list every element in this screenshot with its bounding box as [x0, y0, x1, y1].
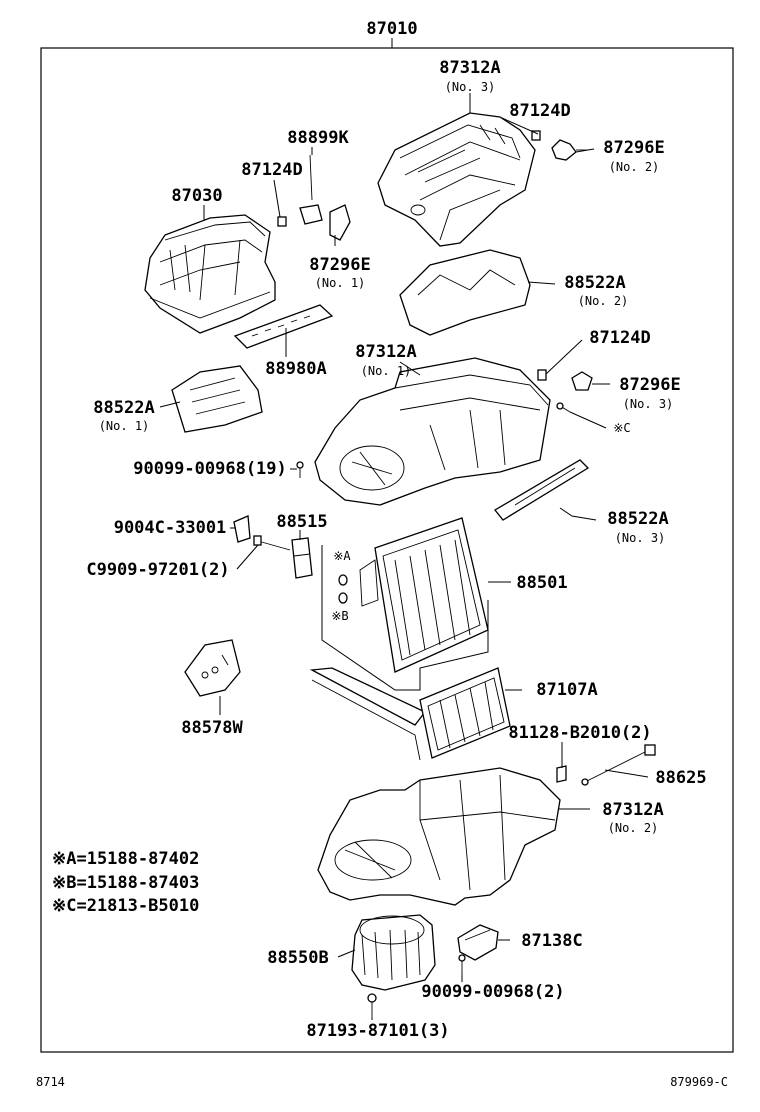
middle-case-no1-drawing [314, 357, 551, 506]
evaporator-88501-drawing [359, 517, 489, 673]
part-label-90099-00968-19: 90099-00968(19) [133, 459, 287, 479]
upper-case-no3-drawing [377, 112, 536, 247]
oring-a-drawing [338, 574, 348, 586]
part-qualifier-87296e-no2: (No. 2) [609, 160, 660, 174]
part-label-88522a-no3: 88522A [607, 509, 668, 529]
gasket-88578w-drawing [184, 639, 241, 697]
filter-88980a-drawing [233, 304, 334, 349]
heater-core-87107a-drawing [309, 667, 511, 761]
screw-c-drawing [556, 402, 571, 413]
resistor-87138c-drawing [457, 924, 499, 961]
sensor-88625-drawing [581, 744, 656, 786]
note-b: ※B=15188-87403 [52, 873, 199, 893]
clip-87124d-top-drawing [531, 130, 541, 141]
oring-b-drawing [338, 592, 348, 604]
bracket-9004c-drawing [233, 515, 251, 543]
part-label-88522a-no1: 88522A [93, 398, 154, 418]
part-qualifier-87312a-no1: (No. 1) [361, 364, 412, 378]
assembly-frame [40, 47, 734, 1053]
part-label-87107a: 87107A [536, 680, 597, 700]
insulator-88522a-no3-drawing [494, 459, 590, 521]
part-label-9004c-33001: 9004C-33001 [114, 518, 227, 538]
part-qualifier-88522a-no1: (No. 1) [99, 419, 150, 433]
footer-left: 8714 [36, 1075, 65, 1089]
part-qualifier-87296e-no1: (No. 1) [315, 276, 366, 290]
screw-19-drawing [296, 461, 304, 478]
screw-87193-drawing [367, 993, 377, 1018]
note-mark-a: ※A [333, 549, 351, 563]
part-label-81128-b2010: 81128-B2010(2) [508, 723, 651, 743]
leader-lines [159, 93, 649, 1020]
part-label-87296e-no2: 87296E [603, 138, 664, 158]
part-label-88980a: 88980A [265, 359, 326, 379]
part-qualifier-87296e-no3: (No. 3) [623, 397, 674, 411]
part-label-c9909-97201: C9909-97201(2) [86, 560, 229, 580]
part-label-87296e-no3: 87296E [619, 375, 680, 395]
part-label-88625: 88625 [655, 768, 706, 788]
part-label-87296e-no1: 87296E [309, 255, 370, 275]
part-qualifier-88522a-no2: (No. 2) [578, 294, 629, 308]
part-label-88578w: 88578W [181, 718, 243, 738]
motor-87296e-no1-drawing [329, 204, 351, 241]
note-mark-b: ※B [331, 609, 348, 623]
part-label-88899k: 88899K [287, 128, 349, 148]
part-label-87312a-no2: 87312A [602, 800, 663, 820]
evaporator-subgroup-outline [321, 545, 489, 691]
blower-88550b-drawing [351, 914, 436, 991]
insulator-88522a-no1-drawing [171, 365, 263, 433]
bolt-c9909-drawing [253, 535, 291, 551]
part-label-87124d-left: 87124D [241, 160, 302, 180]
note-mark-c: ※C [613, 421, 630, 435]
insulator-88522a-no2-drawing [399, 249, 531, 336]
part-label-87138c: 87138C [521, 931, 582, 951]
screw-2-drawing [458, 954, 466, 975]
part-label-88522a-no2: 88522A [564, 273, 625, 293]
clip-87124d-left-drawing [277, 216, 287, 227]
intake-case-87030-drawing [144, 214, 276, 334]
part-label-87124d-mid: 87124D [589, 328, 650, 348]
lower-case-no2-drawing [317, 767, 561, 906]
part-label-87124d-top: 87124D [509, 101, 570, 121]
link-88899k-drawing [299, 154, 323, 225]
motor-87296e-no2-drawing [551, 139, 588, 161]
clip-81128-drawing [556, 765, 567, 783]
part-label-87312a-no3: 87312A [439, 58, 500, 78]
footer-right: 879969-C [670, 1075, 728, 1089]
part-label-87193-87101: 87193-87101(3) [306, 1021, 449, 1041]
part-label-90099-00968-2: 90099-00968(2) [421, 982, 564, 1002]
valve-88515-drawing [291, 537, 313, 579]
note-a: ※A=15188-87402 [52, 849, 199, 869]
clip-87124d-mid-drawing [537, 369, 547, 381]
part-label-87030: 87030 [171, 186, 222, 206]
part-label-88550b: 88550B [267, 948, 328, 968]
assembly-label: 87010 [366, 19, 417, 39]
note-c: ※C=21813-B5010 [52, 896, 199, 916]
motor-87296e-no3-drawing [571, 371, 593, 391]
part-label-88515: 88515 [276, 512, 327, 532]
part-qualifier-88522a-no3: (No. 3) [615, 531, 666, 545]
part-qualifier-87312a-no3: (No. 3) [445, 80, 496, 94]
part-qualifier-87312a-no2: (No. 2) [608, 821, 659, 835]
part-label-87312a-no1: 87312A [355, 342, 416, 362]
part-label-88501: 88501 [516, 573, 567, 593]
